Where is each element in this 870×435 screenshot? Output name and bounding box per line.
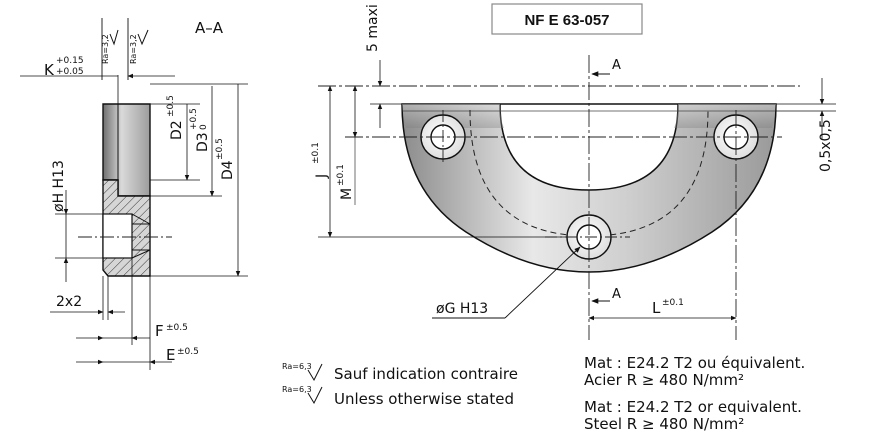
dimension-e-tol: ±0.5 — [177, 347, 199, 357]
dimension-j-label: J — [314, 174, 330, 179]
dimension-d3-tol-upper: +0.5 — [189, 108, 199, 130]
dimension-d4: D4 ±0.5 — [150, 83, 248, 277]
dimension-m-label: M — [339, 188, 355, 200]
material-note-fr-line-2: Acier R ≥ 480 N/mm² — [584, 371, 744, 389]
dimension-e-label: E — [166, 346, 175, 364]
dimension-k-tol-lower: +0.05 — [56, 67, 84, 77]
dimension-m-tol: ±0.1 — [336, 164, 346, 186]
dimension-bevel: 0,5x0,5 — [776, 78, 836, 172]
section-chamfer-top — [131, 213, 151, 225]
section-marker-bottom: A — [591, 287, 621, 304]
dimension-chamfer: 2x2 — [50, 276, 125, 320]
dimension-maxi-label: 5 maxi — [365, 4, 381, 52]
dimension-chamfer-label: 2x2 — [56, 294, 82, 310]
roughness-value-right: Ra=3,2 — [129, 34, 138, 64]
roughness-mark-left: Ra=3,2 — [101, 18, 119, 80]
front-view: A A 5 maxi J ±0.1 M ±0.1 — [311, 4, 836, 340]
dimension-g-label: øG H13 — [436, 301, 488, 317]
standard-reference-box: NF E 63-057 — [491, 3, 643, 35]
dimension-d2-tol: ±0.5 — [166, 95, 176, 117]
roughness-mark-right: Ra=3,2 — [127, 18, 149, 80]
dimension-h: øH H13 — [51, 160, 103, 282]
dimension-e: E ±0.5 — [76, 276, 199, 370]
dimension-k-label: K — [44, 61, 55, 79]
surface-finish-symbol-2 — [307, 386, 323, 405]
surface-finish-symbol-2-value: Ra=6,3 — [282, 385, 312, 394]
dimension-d2-label: D2 — [169, 120, 185, 140]
section-chamfer-bottom — [131, 249, 151, 259]
dimension-j-tol: ±0.1 — [311, 142, 321, 164]
material-notes: Mat : E24.2 T2 ou équivalent. Acier R ≥ … — [584, 354, 805, 433]
dimension-k-tol-upper: +0.15 — [56, 56, 84, 66]
dimension-f-tol: ±0.5 — [166, 323, 188, 333]
dimension-f-label: F — [155, 322, 164, 340]
section-marker-bottom-label: A — [612, 287, 621, 302]
material-note-en-line-1: Mat : E24.2 T2 or equivalent. — [584, 398, 802, 416]
dimension-d3-tol-lower: 0 — [199, 124, 209, 130]
dimension-j: J ±0.1 — [311, 85, 567, 238]
material-note-fr-line-1: Mat : E24.2 T2 ou équivalent. — [584, 354, 805, 372]
default-finish-note-fr: Sauf indication contraire — [334, 365, 518, 383]
dimension-bevel-label: 0,5x0,5 — [818, 119, 834, 172]
dimension-h-label: øH H13 — [51, 160, 67, 212]
dimension-d2: D2 ±0.5 — [150, 95, 200, 181]
material-note-en-line-2: Steel R ≥ 480 N/mm² — [584, 415, 744, 433]
dimension-l: L ±0.1 — [588, 298, 737, 321]
surface-finish-symbol-1-value: Ra=6,3 — [282, 362, 312, 371]
dimension-d4-tol: ±0.5 — [215, 138, 225, 160]
section-hole — [102, 213, 133, 259]
section-marker-top-label: A — [612, 58, 621, 73]
dimension-g: øG H13 — [432, 246, 581, 319]
surface-finish-symbol-1 — [307, 363, 323, 382]
surface-finish-note: Ra=6,3 Sauf indication contraire Ra=6,3 … — [282, 362, 518, 408]
standard-reference-label: NF E 63-057 — [524, 12, 609, 29]
dimension-d4-label: D4 — [220, 160, 236, 180]
dimension-f: F ±0.5 — [76, 258, 188, 345]
section-marker-top: A — [591, 58, 621, 77]
dimension-maxi: 5 maxi — [365, 4, 402, 128]
dimension-m: M ±0.1 — [336, 85, 358, 205]
dimension-d3-label: D3 — [195, 132, 211, 152]
default-finish-note-en: Unless otherwise stated — [334, 390, 514, 408]
dimension-k: K +0.15 +0.05 — [20, 56, 175, 104]
section-view-title: A–A — [195, 19, 224, 37]
dimension-d3: D3 +0.5 0 — [150, 86, 222, 197]
dimension-l-label: L — [652, 299, 661, 317]
roughness-value-left: Ra=3,2 — [101, 34, 110, 64]
dimension-l-tol: ±0.1 — [662, 298, 684, 308]
section-view-a-a: A–A Ra=3,2 Ra=3,2 K — [20, 18, 248, 370]
